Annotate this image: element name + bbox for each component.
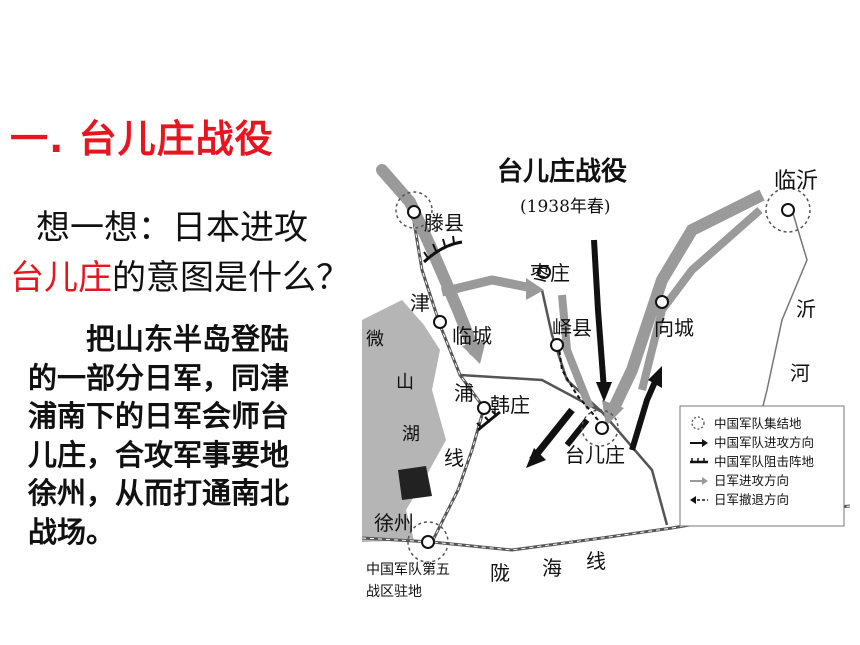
city-node: [421, 535, 435, 549]
city-node: [477, 401, 491, 415]
weishan-lake: [362, 300, 446, 542]
longhai-label: 陇: [490, 561, 510, 585]
question-line-2: 台儿庄的意图是什么？: [10, 250, 350, 299]
question-highlight: 台儿庄: [10, 258, 112, 298]
city-node: [537, 265, 551, 279]
chinese-attack-arrow: [591, 239, 607, 391]
legend-item: 日军进攻方向: [714, 473, 789, 488]
legend-item: 中国军队阻击阵地: [714, 454, 815, 469]
japanese-attack-arrow: [440, 275, 533, 297]
place-hanzhuang: 韩庄: [490, 393, 530, 417]
city-node: [407, 205, 421, 219]
river-label: 沂: [796, 297, 816, 321]
japanese-attack-arrow: [376, 164, 480, 356]
map-title: 台儿庄战役: [497, 156, 627, 187]
legend-assembly-icon: [691, 416, 705, 430]
legend-item: 日军撤退方向: [714, 492, 789, 507]
blocking-position: [422, 240, 463, 264]
japanese-attack-arrow: [558, 294, 594, 410]
answer-line: 把山东半岛登陆: [86, 322, 290, 356]
question-rest: 的意图是什么？: [112, 258, 350, 298]
city-node: [550, 338, 564, 352]
place-yixian: 峄县: [552, 316, 592, 340]
place-xuzhou: 徐州: [374, 511, 414, 535]
city-node: [595, 421, 609, 435]
jinpu-label: 线: [444, 446, 464, 470]
longhai-label: 线: [586, 549, 606, 573]
city-node: [781, 203, 795, 217]
battle-map: 台儿庄战役 (1938年春) 滕县 临沂 枣庄 峄县 向城 临城 韩庄 台儿庄 …: [362, 156, 850, 600]
place-taierzhuang: 台儿庄: [565, 443, 625, 467]
assembly-point-marker: [407, 521, 449, 563]
assembly-point-marker: [581, 409, 619, 447]
answer-line: 徐州，从而打通南北: [28, 476, 290, 510]
map-subtitle: (1938年春): [520, 197, 611, 217]
hq-label: 战区驻地: [366, 584, 422, 600]
answer-text: 把山东半岛登陆 的一部分日军，同津 浦南下的日军会师台 儿庄，合攻军事要地 徐州…: [28, 320, 348, 551]
answer-line: 浦南下的日军会师台: [28, 399, 290, 433]
assembly-point-marker: [395, 191, 433, 229]
lake-label: 微: [366, 329, 384, 350]
japanese-attack-arrow: [638, 207, 763, 391]
assembly-point-marker: [765, 187, 811, 233]
map-legend: 中国军队集结地 中国军队进攻方向 中国军队阻击阵地 日军进攻方向 日军撤退方向: [679, 405, 845, 527]
hq-label: 中国军队第五: [366, 561, 450, 578]
river-label: 河: [790, 361, 810, 385]
answer-line: 儿庄，合攻军事要地: [28, 437, 290, 472]
flag-mark: [398, 466, 432, 500]
legend-item: 中国军队集结地: [714, 416, 802, 431]
chinese-attack-arrow: [564, 418, 590, 447]
city-node: [433, 315, 447, 329]
jinpu-label: 浦: [454, 381, 474, 405]
place-lincheng: 临城: [452, 324, 492, 348]
answer-line: 战场。: [28, 514, 116, 549]
lake-label: 湖: [402, 424, 420, 445]
slide-title: 一. 台儿庄战役: [10, 117, 274, 161]
place-linyi: 临沂: [774, 169, 818, 194]
legend-item: 中国军队进攻方向: [714, 435, 814, 450]
question-line-1: 想一想：日本进攻: [36, 208, 308, 248]
place-zaozhuang: 枣庄: [530, 261, 570, 285]
lake-label: 山: [396, 372, 414, 393]
place-tengxian: 滕县: [424, 211, 464, 235]
japanese-retreat-arrow: [557, 339, 599, 421]
japanese-attack-arrow: [606, 189, 765, 415]
jinpu-label: 津: [410, 291, 430, 315]
chinese-attack-arrow: [529, 407, 575, 463]
answer-line: 的一部分日军，同津: [28, 360, 290, 395]
city-node: [655, 295, 669, 309]
longhai-label: 海: [542, 556, 562, 580]
place-xiangcheng: 向城: [654, 316, 694, 340]
